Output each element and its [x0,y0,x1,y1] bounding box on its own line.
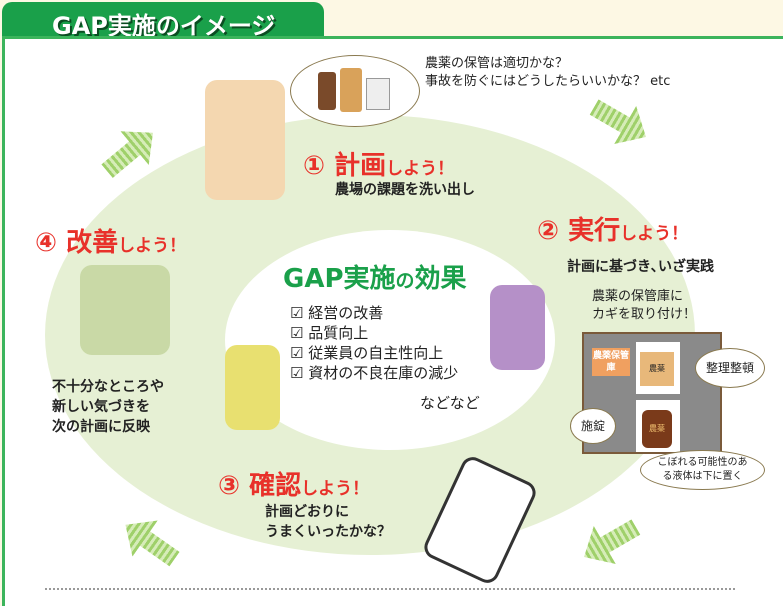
effect-item: ☑ 従業員の自主性向上 [290,344,444,362]
effect-etc: などなど [420,394,480,412]
step-check-title: ③ 確認しよう！ [218,471,370,501]
thought-text: 農薬の保管は適切かな？ 事故を防ぐにはどうしたらいいかな？ etc [425,56,671,89]
checkbox-icon: ☑ [290,324,304,342]
box-icon: 農薬 [640,352,674,386]
step-plan-desc: 農場の課題を洗い出し [335,182,475,198]
page-title: GAP実施のイメージ [52,12,276,40]
step-check-desc: 計画どおりにうまくいったかな？ [265,504,391,540]
effect-title: GAP実施の効果 [283,264,467,294]
farmer-illustration [205,80,285,200]
step-do-title: ② 実行しよう！ [537,216,689,246]
farmers-discussing-illustration [80,265,170,355]
effect-item: ☑ 経営の改善 [290,304,384,322]
step-act-title: ④ 改善しよう！ [35,228,187,258]
effect-item: ☑ 資材の不良在庫の減少 [290,364,459,382]
woman-with-tomato-illustration [490,285,545,370]
checkbox-icon: ☑ [290,364,304,382]
storage-cabinet: 農薬保管庫 農薬 農薬 [582,332,722,454]
effect-item: ☑ 品質向上 [290,324,369,342]
checkbox-icon: ☑ [290,344,304,362]
step-plan-title: ① 計画しよう！ [303,151,455,181]
divider [45,588,735,590]
bubble-organize: 整理整頓 [695,348,765,388]
step-do-desc: 計画に基づき､いざ実践 [567,259,714,275]
checkbox-icon: ☑ [290,304,304,322]
bottle-icon [340,68,362,112]
thought-bubble [290,55,420,127]
farmer-holding-radish-illustration [225,345,280,430]
effect-list: ☑ 経営の改善 ☑ 品質向上 ☑ 従業員の自主性向上 ☑ 資材の不良在庫の減少 [290,303,458,383]
bubble-liquid: こぼれる可能性のある液体は下に置く [640,450,765,490]
bottle-icon: 農薬 [642,410,672,448]
header-tab: GAP実施のイメージ [2,2,324,40]
bubble-lock: 施錠 [570,408,616,444]
step-act-desc: 不十分なところや新しい気づきを次の計画に反映 [52,379,164,435]
box-icon [366,78,390,110]
bottle-icon [318,72,336,110]
storage-caption: 農薬の保管庫にカギを取り付け！ [592,289,697,322]
